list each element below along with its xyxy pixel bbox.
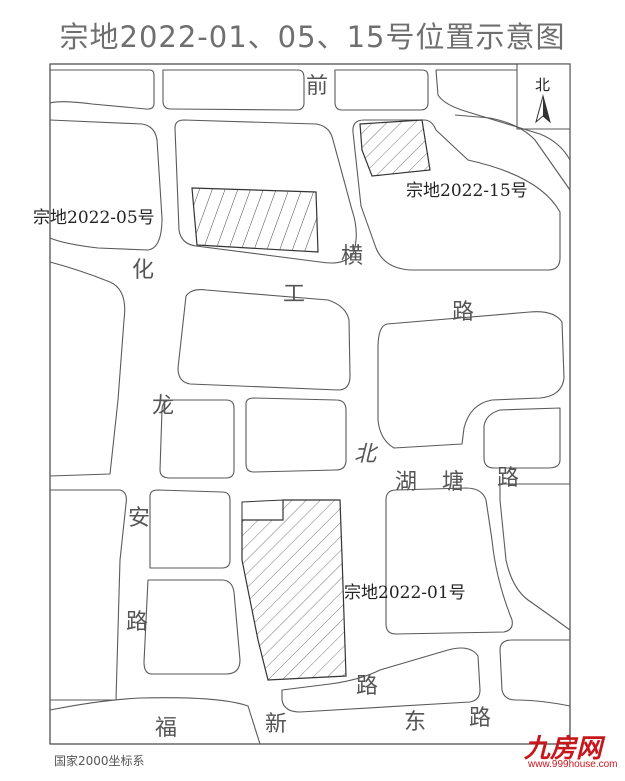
road-label-long: 龙 bbox=[152, 394, 175, 419]
road-label-hu: 湖 bbox=[395, 470, 418, 495]
block-low-right2 bbox=[499, 483, 571, 631]
block-center-upper bbox=[174, 119, 357, 264]
parcel-01-area-main bbox=[241, 499, 347, 681]
block-low-center-left bbox=[149, 489, 231, 569]
block-low-right1 bbox=[385, 487, 513, 635]
map-title: 宗地2022-01、05、15号位置示意图 bbox=[59, 20, 566, 54]
road-label-heng: 横 bbox=[341, 244, 364, 269]
road-label-xin: 新 bbox=[265, 712, 288, 737]
block-top-right1 bbox=[334, 69, 429, 111]
block-low-center-left2 bbox=[143, 579, 241, 675]
block-small-1 bbox=[159, 399, 235, 479]
road-label-an: 安 bbox=[128, 506, 151, 531]
block-top-center bbox=[162, 69, 305, 111]
block-bottom-left bbox=[49, 697, 261, 745]
road-label-hua-lu: 路 bbox=[452, 300, 475, 325]
road-label-long-lu: 路 bbox=[126, 610, 149, 635]
road-label-bei: 北 bbox=[354, 442, 377, 467]
road-label-gong: 工 bbox=[283, 282, 306, 307]
road-label-bei-lu: 路 bbox=[497, 466, 520, 491]
road-label-tang: 塘 bbox=[442, 470, 465, 495]
block-bottom-right bbox=[499, 639, 571, 707]
parcel-05-area bbox=[191, 187, 319, 253]
block-mid-left bbox=[49, 261, 126, 477]
road-label-fu-lu1: 路 bbox=[356, 674, 379, 699]
block-bottom-center bbox=[281, 647, 481, 713]
watermark-logo: 九房网 bbox=[524, 734, 603, 764]
parcel-01-label: 宗地2022-01号 bbox=[344, 583, 466, 603]
coordinate-system-label: 国家2000坐标系 bbox=[54, 754, 145, 768]
road-label-fu: 福 bbox=[155, 716, 178, 741]
parcel-01-area bbox=[241, 499, 284, 521]
block-left-upper bbox=[49, 119, 163, 251]
road-label-dong: 东 bbox=[404, 710, 427, 735]
block-right-corner bbox=[454, 114, 571, 191]
block-right-upper bbox=[352, 119, 561, 271]
road-label-hua: 化 bbox=[132, 258, 155, 283]
watermark-url: www.999house.com bbox=[528, 759, 618, 770]
block-top-left bbox=[49, 69, 155, 110]
block-mid-far-right bbox=[483, 407, 561, 469]
north-label: 北 bbox=[535, 76, 551, 94]
road-label-qian: 前 bbox=[306, 74, 329, 99]
north-arrow-icon bbox=[516, 63, 571, 130]
block-mid-center bbox=[177, 289, 351, 391]
parcel-05-label: 宗地2022-05号 bbox=[33, 208, 155, 228]
block-top-right2 bbox=[435, 69, 571, 161]
block-mid-right bbox=[377, 311, 565, 449]
road-label-dong-lu: 路 bbox=[469, 706, 492, 731]
map-frame bbox=[49, 63, 571, 745]
block-low-left bbox=[50, 489, 127, 701]
parcel-15-label: 宗地2022-15号 bbox=[406, 181, 528, 201]
parcel-15-area bbox=[359, 119, 431, 177]
block-small-2 bbox=[245, 397, 347, 473]
